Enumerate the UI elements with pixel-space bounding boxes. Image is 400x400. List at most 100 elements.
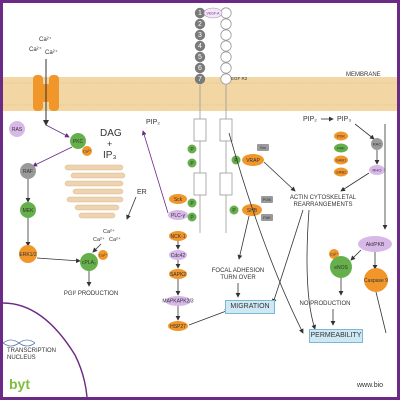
ca-top-3: Ca²⁺ [45,49,58,56]
sapk2-label: SAPK2 [170,272,186,278]
rac-node [371,138,383,150]
erk-to-cpla2-arrow [36,257,81,264]
p-right-2-label: P [232,208,236,214]
p-left-1-label: P [190,147,194,153]
p-right-1 [231,155,241,165]
cpla2-ca-node [98,250,108,260]
pip3-label: PIP₃ [337,116,351,123]
phospho-sites: P P P P P P [187,144,241,222]
hsp27-to-migration-arrow [188,309,230,326]
plcg-to-pip2-arrow [141,130,169,214]
membrane-label: MEMBRANE [346,72,381,78]
er-label: ER [137,189,147,196]
membrane-lipids [3,82,397,106]
rac-label: RAC [373,142,382,147]
shb-to-focal-arrow [237,215,250,260]
domain-6: 6 [198,65,202,72]
plcg-node [168,210,188,220]
p-left-3 [187,198,197,208]
grb2-node [334,167,348,177]
mek-label: MEK [23,208,35,214]
vrap-to-actin-arrow [263,161,296,192]
vegf-bubble [203,7,223,19]
vrap-label: VRAP [246,158,260,164]
pip2-right: PIP₂ [303,116,317,123]
sck-node [169,194,187,204]
pip3-to-rac-arrow [354,123,375,140]
dna-helix [3,339,36,347]
no-label: NO PRODUCTION [300,301,351,307]
nucleus-membrane [3,302,88,397]
domain-7: 7 [198,76,202,83]
p-left-2 [187,158,197,168]
vrap-node [242,154,264,166]
receptor-stems [193,85,233,233]
nucleus-label: NUCLEUS [7,355,36,361]
enos-label: eNOS [334,265,348,271]
akt-to-enos-arrow [350,249,362,261]
pi3k-node [261,196,273,203]
gab1-node [334,155,348,165]
migration-box: MIGRATION [225,300,275,314]
shb-label: SHB [247,208,258,214]
p-left-4 [187,212,197,222]
actin-to-migration-arrow [271,209,304,304]
vegf-bubble-label: VEGF-A [206,12,220,16]
vegfr2-label: VEGF R2 [228,76,248,81]
pkc-label: PKC [73,139,84,145]
pkc-ca-node [82,146,92,156]
receptor-domains: 1 2 3 4 5 6 7 [194,7,206,85]
fak-label: FAK [263,215,271,220]
gab1-label: GAB1 [336,158,347,163]
pi3k-label: PI3K [263,197,272,202]
sapk2-node [169,269,187,279]
ip3-to-er-arrow [126,196,137,220]
hsp27-node [168,321,188,331]
ip3-label: IP₃ [103,150,117,161]
nck-node [169,231,187,241]
pdk-node [334,131,348,141]
transcription-label: TRANSCRIPTION [7,348,56,354]
actin-label-2: REARRANGEMENTS [293,202,352,208]
ca-er-3: Ca²⁺ [109,236,121,243]
p-right-2 [229,205,239,215]
actin-to-permeability-arrow [306,209,317,330]
pak-node [334,143,348,153]
caspase-label: Caspase 9 [364,278,388,284]
rho-node [369,165,385,175]
p-right-1-label: P [234,158,238,164]
permeability-box: PERMEABILITY [309,329,363,343]
pkc-node [70,133,86,149]
turnover-label: TURN OVER [220,275,256,281]
hsp27-label: HSP27 [170,324,186,330]
domain-3: 3 [198,32,202,39]
erk-label: ERK1/2 [19,252,36,258]
pdk-label: PDK [337,134,346,139]
plcg-label: PLC-γ [171,213,185,219]
domain-1: 1 [198,10,202,17]
raf-label: RAF [23,169,33,175]
ras-node [9,121,25,137]
akt-node [358,236,392,252]
enos-ca-label: Ca²⁺ [330,252,339,257]
pgi2-label: PGI² PRODUCTION [64,291,118,297]
rho-label: RHO [373,168,382,173]
ras-arrow [45,124,70,138]
receptor-to-permeability-arrow [228,132,304,334]
receptor-domains-outline [220,7,232,85]
ras-label: RAS [12,127,23,133]
cpla2-node [80,253,98,271]
ca-top-2: Ca²⁺ [29,46,42,53]
src-node [257,144,269,151]
p-left-1 [187,144,197,154]
p-left-2-label: P [190,161,194,167]
cdc42-node [169,250,187,260]
url-label: www.bio [356,382,383,389]
caspase-down-line [375,291,387,334]
p-left-3-label: P [190,201,194,207]
raf-node [20,163,36,179]
mapkapk-label: MAPKAPK2/3 [162,299,193,305]
ca-er-1: Ca²⁺ [103,228,115,235]
caspase-node [364,268,388,292]
domain-5: 5 [198,54,202,61]
